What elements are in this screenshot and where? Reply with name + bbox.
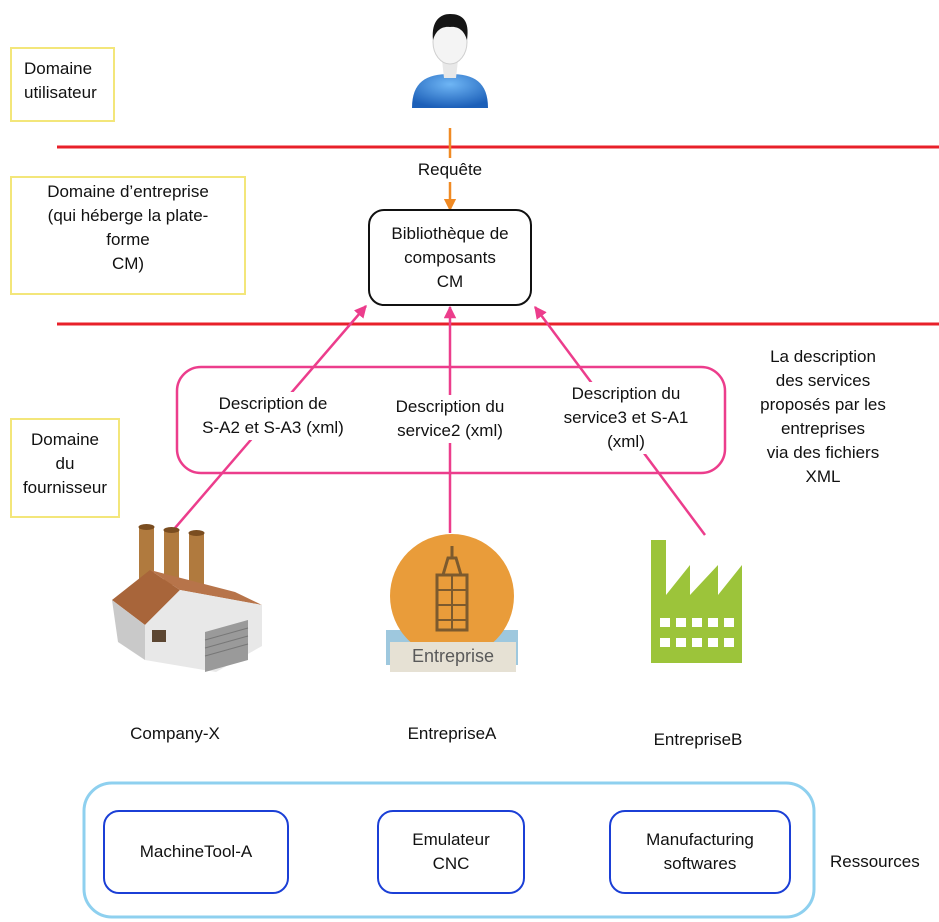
request-label: Requête [395, 158, 505, 182]
side-note-line: via des fichiers [766, 443, 880, 462]
resource-machinetool: MachineTool-A [103, 810, 289, 894]
component-library-box: Bibliothèque de composants CM [368, 209, 532, 306]
domain-supplier-line: Domaine [30, 430, 100, 449]
domain-enterprise-line: Domaine d’entreprise [47, 182, 209, 201]
enterprise-tower-icon [386, 534, 518, 672]
domain-enterprise-box: Domaine d’entreprise (qui héberge la pla… [10, 176, 246, 295]
side-note-line: entreprises [780, 419, 866, 438]
library-line: Bibliothèque de [391, 223, 509, 243]
description-line: Description du [395, 397, 505, 416]
side-note-line: des services [775, 371, 871, 390]
resource-line: CNC [432, 854, 470, 873]
domain-user-line: Domaine [24, 59, 93, 78]
resource-line: softwares [663, 854, 737, 873]
resource-line: MachineTool-A [139, 842, 253, 861]
resource-manufacturing: Manufacturing softwares [609, 810, 791, 894]
side-note-line: La description [770, 347, 876, 366]
company-x-label: Company-X [130, 724, 220, 743]
domain-supplier-line: fournisseur [22, 478, 108, 497]
description-company-x: Description de S-A2 et S-A3 (xml) [188, 392, 358, 440]
entreprise-a-label: EntrepriseA [407, 724, 497, 743]
domain-enterprise-line: (qui héberge la plate- [47, 206, 209, 225]
side-note: La description des services proposés par… [733, 345, 913, 489]
description-line: S-A2 et S-A3 (xml) [202, 418, 344, 437]
entreprise-b-label: EntrepriseB [653, 730, 743, 749]
description-line: Description du [571, 384, 681, 403]
domain-user-box: Domaine utilisateur [10, 47, 115, 122]
domain-user-line: utilisateur [24, 83, 97, 102]
resources-container [82, 781, 816, 919]
factory-3d-icon [112, 524, 262, 672]
library-line: CM [436, 271, 464, 291]
description-entreprise-a: Description du service2 (xml) [382, 395, 518, 443]
description-entreprise-b: Description du service3 et S-A1 (xml) [546, 382, 706, 454]
description-line: (xml) [607, 432, 645, 451]
resource-emulator: Emulateur CNC [377, 810, 525, 894]
domain-enterprise-line: forme [106, 230, 150, 249]
green-factory-icon [651, 540, 742, 663]
entreprise-banner-text: Entreprise [411, 646, 495, 666]
description-line: service3 et S-A1 [563, 408, 689, 427]
side-note-line: XML [805, 467, 841, 486]
library-line: composants [404, 247, 496, 267]
domain-enterprise-line: CM) [111, 254, 145, 273]
description-line: service2 (xml) [397, 421, 503, 440]
user-avatar-icon [412, 14, 488, 108]
resource-line: Manufacturing [646, 830, 754, 849]
description-line: Description de [218, 394, 328, 413]
resource-line: Emulateur [412, 830, 490, 849]
resources-label: Ressources [830, 852, 920, 871]
side-note-line: proposés par les [760, 395, 886, 414]
domain-supplier-line: du [55, 454, 75, 473]
domain-supplier-box: Domaine du fournisseur [10, 418, 120, 518]
